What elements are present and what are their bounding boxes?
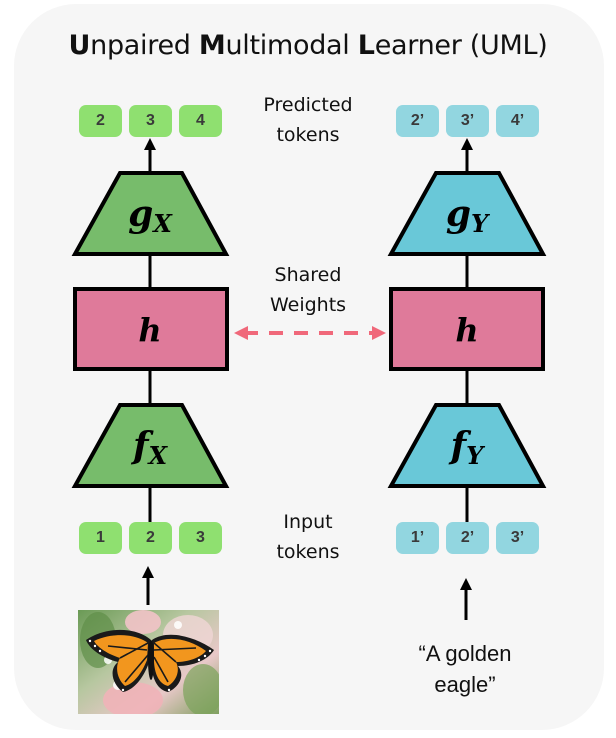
decoder-gx (71, 171, 230, 256)
encoder-fx (71, 403, 230, 488)
arrowhead-icon (460, 578, 472, 590)
encoder-fy (387, 403, 547, 488)
title-part: npaired (90, 30, 199, 61)
caption-line: eagle” (434, 672, 496, 697)
input-tokens-label: Input tokens (238, 507, 378, 567)
input-token-x: 3 (179, 522, 222, 554)
shared-weights-label: Shared Weights (238, 260, 378, 320)
predicted-tokens-label: Predicted tokens (238, 90, 378, 150)
butterfly-image (78, 610, 219, 714)
left-branch (71, 138, 230, 605)
label-line: Input (283, 511, 333, 533)
title-part: earner (UML) (374, 30, 548, 61)
shared-weights-arrow (234, 326, 386, 340)
arrowhead-icon (142, 566, 154, 578)
arrowhead-icon (144, 138, 156, 150)
h-right-label: h (455, 311, 478, 349)
input-token-y: 2’ (446, 522, 489, 554)
input-token-y: 3’ (496, 522, 539, 554)
caption-line: “A golden (418, 641, 512, 666)
gy-label: gY (446, 193, 491, 238)
predicted-token-x: 2 (79, 105, 122, 137)
label-line: tokens (276, 541, 340, 563)
title-part: U (68, 30, 91, 61)
shared-block-h-left (73, 287, 229, 371)
input-token-y: 1’ (396, 522, 439, 554)
arrowhead-left-icon (234, 326, 248, 340)
right-branch (387, 138, 547, 620)
predicted-token-y: 3’ (446, 105, 489, 137)
diagram-title: Unpaired Multimodal Learner (UML) (0, 30, 616, 61)
label-line: Predicted (263, 94, 353, 116)
predicted-token-x: 3 (129, 105, 172, 137)
shared-block-h-right (389, 287, 545, 371)
arrowhead-icon (461, 138, 473, 150)
h-left-label: h (138, 311, 161, 349)
title-part: ultimodal (225, 30, 358, 61)
input-token-x: 2 (129, 522, 172, 554)
label-line: Shared (274, 264, 342, 286)
label-line: Weights (269, 294, 347, 316)
arrowhead-right-icon (372, 326, 386, 340)
predicted-token-x: 4 (179, 105, 222, 137)
title-part: L (357, 30, 375, 61)
label-line: tokens (276, 124, 340, 146)
input-text-caption: “A golden eagle” (390, 638, 540, 700)
gx-label: gX (128, 193, 173, 238)
input-token-x: 1 (79, 522, 122, 554)
title-part: M (198, 30, 226, 61)
predicted-token-y: 4’ (496, 105, 539, 137)
butterfly-illustration (78, 610, 219, 714)
predicted-token-y: 2’ (396, 105, 439, 137)
decoder-gy (387, 171, 547, 256)
